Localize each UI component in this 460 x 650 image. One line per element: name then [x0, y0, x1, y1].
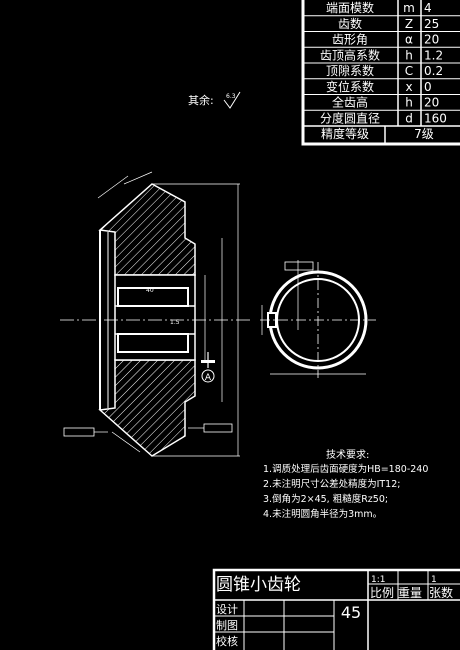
col-scale-label: 比例: [370, 586, 394, 600]
gear-end-view: [260, 260, 376, 378]
tolerance-frame-left: [63, 427, 95, 437]
param-symbol: d: [405, 111, 413, 125]
row-check-label: 校核: [216, 634, 238, 648]
roughness-note: 其余: 6.3: [188, 91, 241, 109]
param-symbol: h: [405, 96, 413, 110]
scale-value: 1:1: [371, 575, 385, 585]
col-weight-label: 重量: [398, 586, 422, 600]
title-block: 圆锥小齿轮 1:1 1 比例 重量 张数 设计 制图 校核 45: [212, 568, 460, 650]
datum-label: A: [205, 373, 212, 383]
tech-req-item-4: 4.未注明圆角半径为3mm。: [263, 508, 382, 520]
bore-lower: [117, 333, 189, 353]
grade-value: 7级: [414, 127, 434, 141]
param-symbol: α: [405, 33, 413, 47]
roughness-note-text: 其余:: [188, 93, 214, 107]
param-value: 1.2: [424, 48, 443, 62]
param-name: 全齿高: [332, 95, 368, 110]
param-name: 齿顶高系数: [320, 47, 380, 62]
param-name: 顶隙系数: [326, 63, 374, 78]
roughness-symbol-icon: [223, 91, 241, 109]
param-value: 4: [424, 1, 432, 15]
bore-dimension: 40: [146, 287, 154, 294]
tech-req-item-2: 2.未注明尺寸公差处精度为IT12;: [263, 478, 400, 490]
param-symbol: x: [405, 80, 412, 94]
technical-requirements: 技术要求: 1.调质处理后齿面硬度为HB=180-240 2.未注明尺寸公差处精…: [263, 448, 428, 520]
roughness-value: 6.3: [226, 93, 236, 100]
param-value: 0: [424, 80, 432, 94]
param-name: 变位系数: [326, 79, 374, 94]
param-value: 0.2: [424, 64, 443, 78]
lower-tooth-section: [98, 359, 196, 457]
param-value: 20: [424, 33, 439, 47]
datum-marker: [201, 369, 215, 383]
tech-req-title: 技术要求:: [326, 448, 369, 461]
param-value: 25: [424, 17, 439, 31]
upper-tooth-section: [98, 183, 196, 276]
param-symbol: C: [405, 64, 413, 78]
row-design-label: 设计: [216, 603, 238, 616]
keyway-width-dimension: [284, 261, 314, 271]
param-name: 齿形角: [332, 33, 368, 47]
param-symbol: Z: [405, 17, 413, 31]
material-value: 45: [341, 603, 361, 622]
gear-section-view: 40 1.5 A: [60, 171, 250, 457]
col-sheets-label: 张数: [429, 585, 453, 600]
param-name: 端面模数: [326, 0, 374, 15]
param-name: 齿数: [338, 16, 362, 31]
param-value: 20: [424, 96, 439, 110]
param-name: 分度圆直径: [320, 110, 380, 125]
param-symbol: h: [405, 48, 413, 62]
part-name: 圆锥小齿轮: [216, 575, 301, 595]
param-symbol: m: [403, 1, 415, 15]
row-draw-label: 制图: [216, 619, 238, 632]
tech-req-item-3: 3.倒角为2×45, 粗糙度Rz50;: [263, 493, 388, 505]
tolerance-frame-right: [203, 423, 233, 433]
tech-req-item-1: 1.调质处理后齿面硬度为HB=180-240: [263, 463, 428, 475]
param-value: 160: [424, 111, 447, 125]
grade-label: 精度等级: [321, 126, 369, 141]
sheet-value: 1: [431, 575, 437, 585]
fillet-dimension: 1.5: [170, 319, 180, 326]
